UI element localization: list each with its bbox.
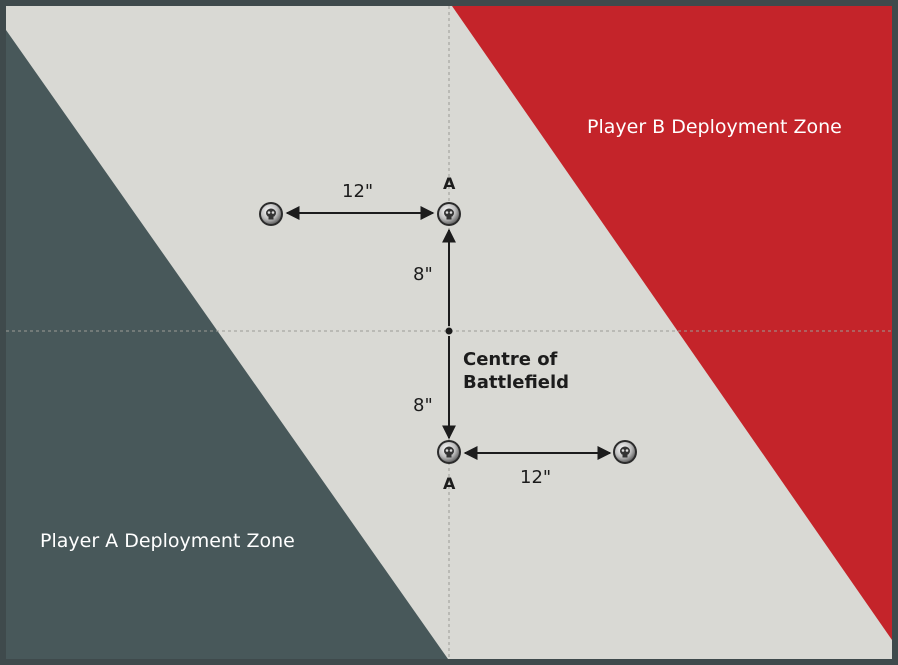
player-b-zone-label: Player B Deployment Zone <box>587 116 842 138</box>
centre-point <box>445 327 453 335</box>
centre-of-battlefield-label: Centre of Battlefield <box>463 348 569 394</box>
distance-label-upper: 8" <box>413 264 433 285</box>
distance-label-lower: 8" <box>413 395 433 416</box>
skull-objective-icon <box>437 440 461 464</box>
skull-objective-icon <box>613 440 637 464</box>
objective-marker-label: A <box>443 474 456 493</box>
centre-label-line1: Centre of <box>463 349 558 370</box>
player-a-zone-label: Player A Deployment Zone <box>40 530 295 552</box>
objective-token <box>437 440 461 464</box>
objective-token <box>259 202 283 226</box>
objective-marker-label: A <box>443 174 456 193</box>
distance-label-top: 12" <box>342 181 374 202</box>
player-a-zone <box>6 30 448 659</box>
player-b-zone <box>452 6 892 640</box>
objective-token <box>437 202 461 226</box>
skull-objective-icon <box>437 202 461 226</box>
distance-label-bottom: 12" <box>520 467 552 488</box>
objective-token <box>613 440 637 464</box>
centre-label-line2: Battlefield <box>463 372 570 393</box>
skull-objective-icon <box>259 202 283 226</box>
